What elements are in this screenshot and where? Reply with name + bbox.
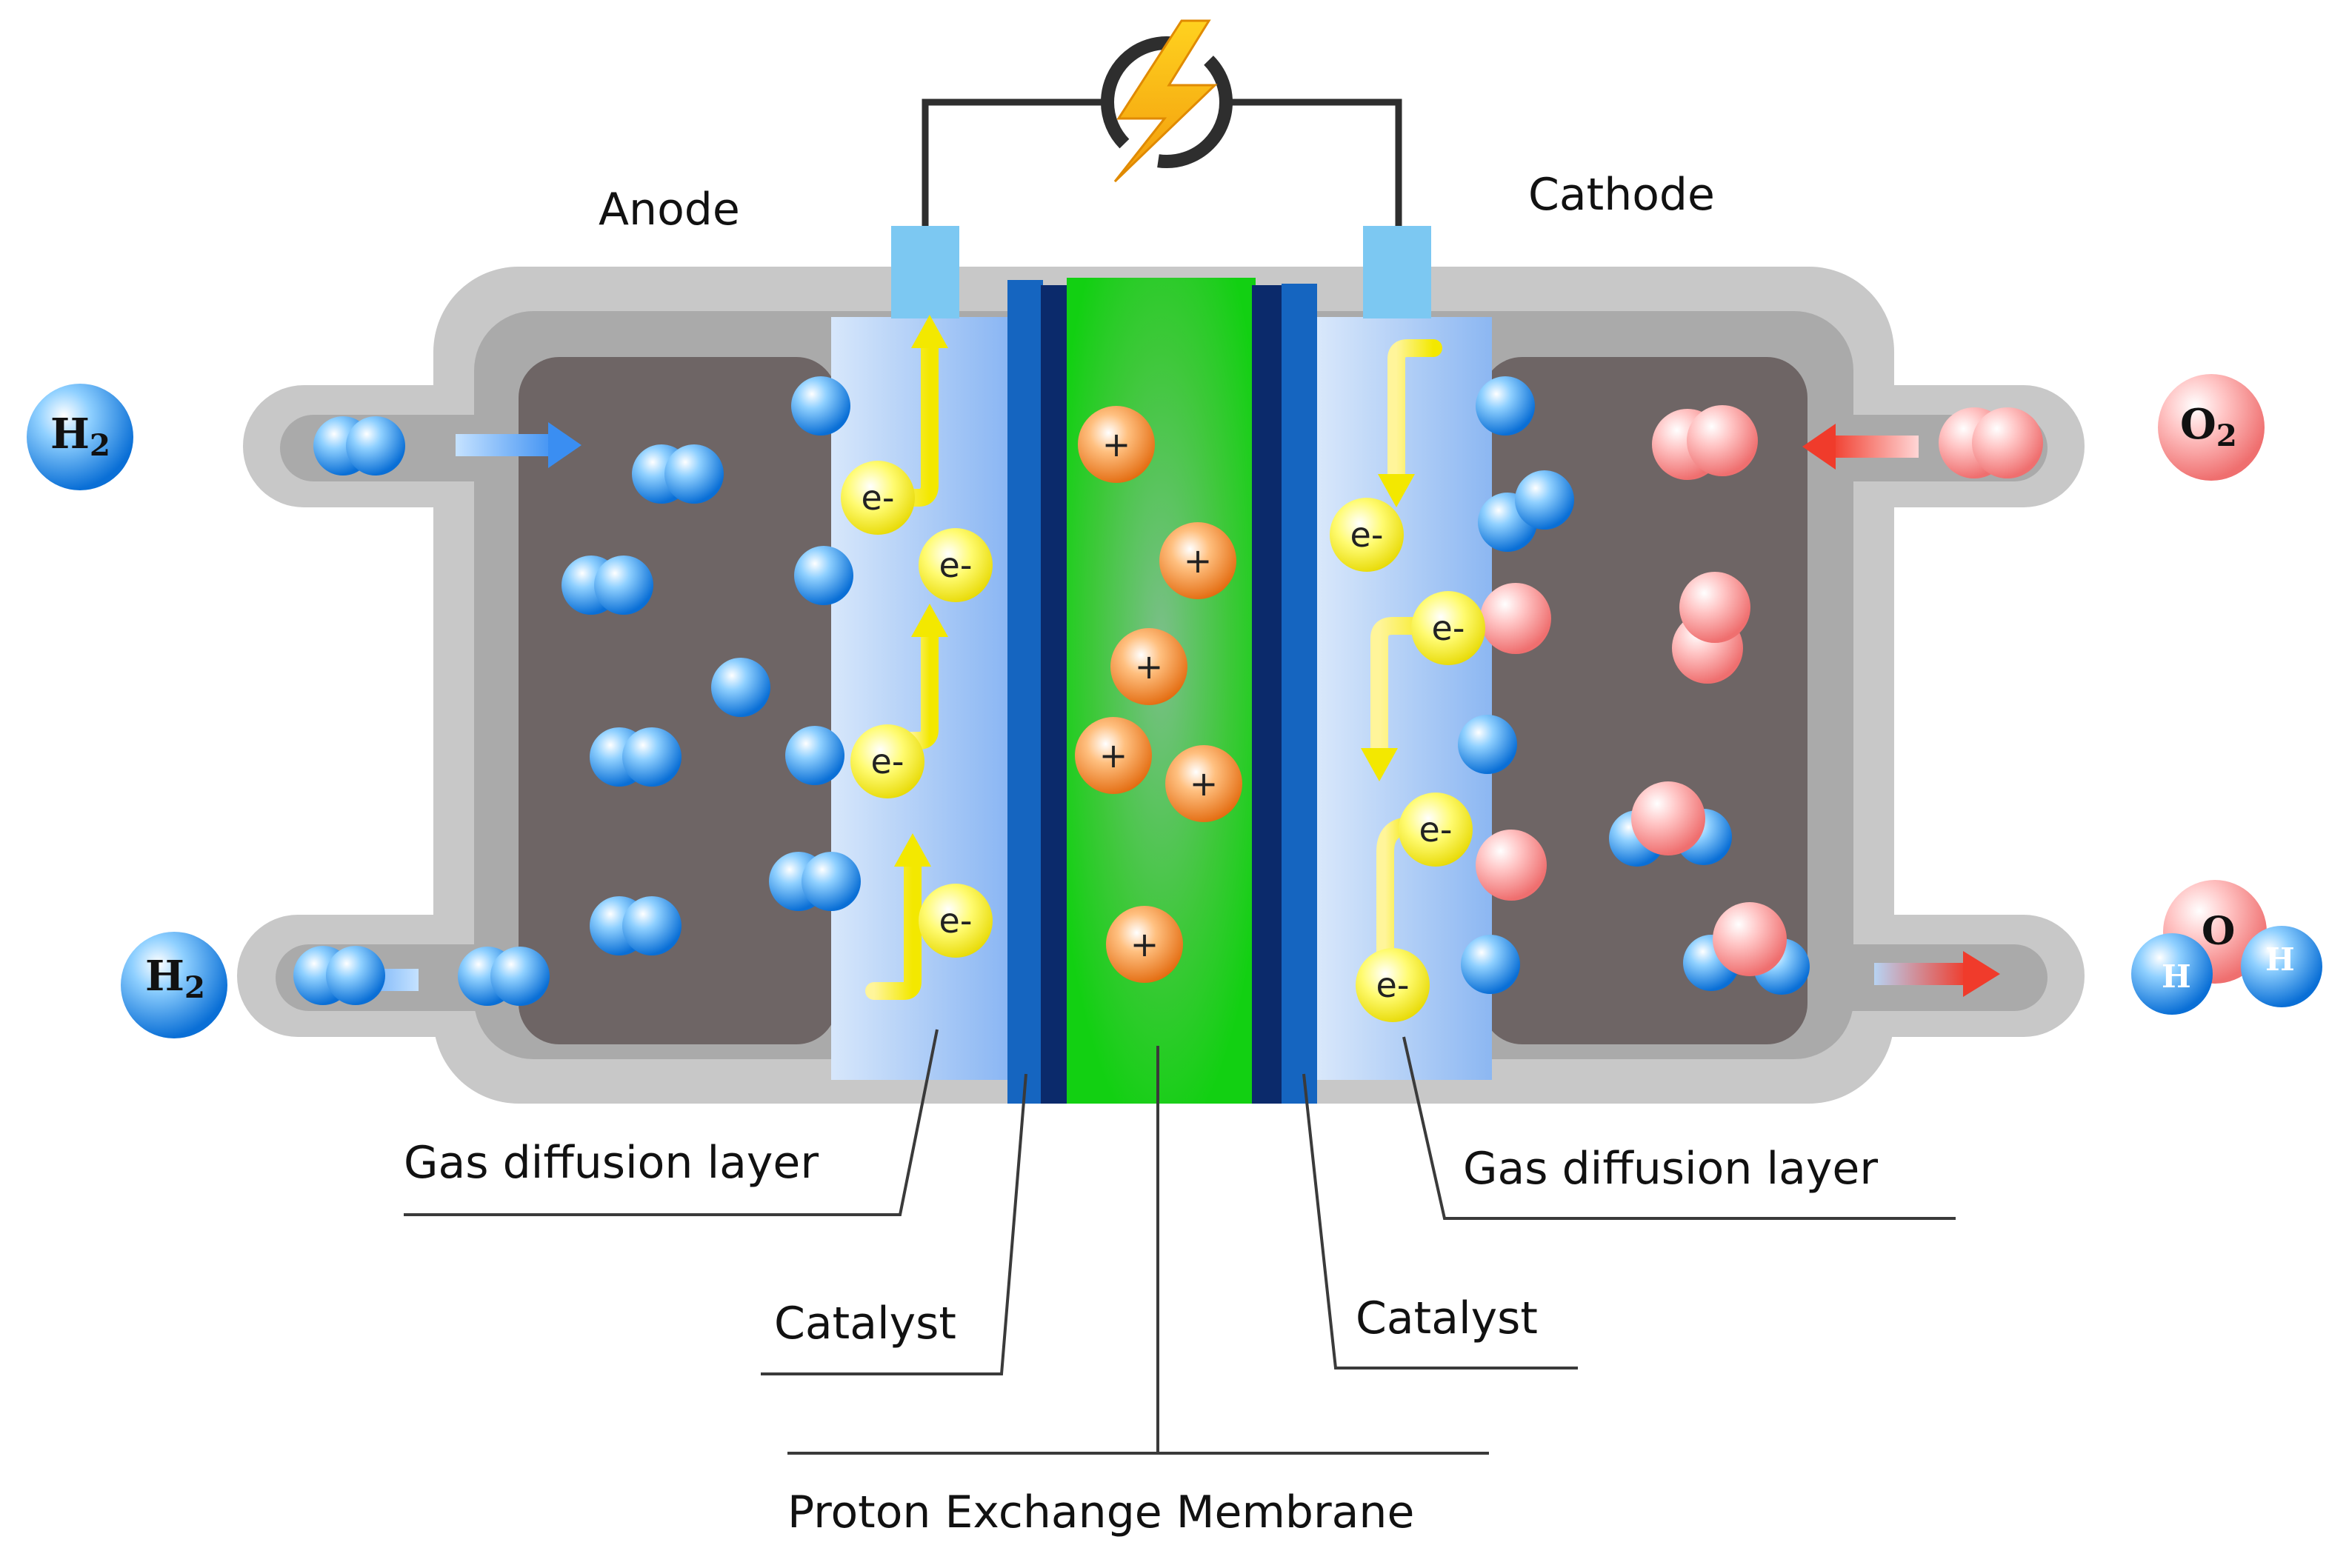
hydrogen-atom — [1461, 935, 1520, 994]
gas-diffusion-layer-leader-right — [1402, 1036, 1956, 1220]
arrow-right-icon — [456, 422, 582, 468]
arrow-right-icon — [1874, 951, 2000, 997]
anode-terminal — [891, 226, 959, 318]
h2-outlet-label: H2 — [145, 952, 205, 1006]
cathode-chamber — [1482, 357, 1807, 1044]
svg-text:+: + — [1184, 541, 1213, 581]
electron: e- — [919, 884, 993, 958]
svg-text:+: + — [1099, 735, 1128, 775]
proton: + — [1078, 406, 1155, 483]
anode-catalyst-layer — [1007, 280, 1043, 1104]
oxygen-atom — [1713, 902, 1787, 976]
proton: + — [1165, 745, 1242, 822]
hydrogen-atom — [326, 946, 385, 1005]
proton: + — [1159, 522, 1236, 599]
arrow-left-icon — [1802, 424, 1919, 470]
oxygen-atom — [1687, 405, 1758, 476]
catalyst-label-left: Catalyst — [774, 1298, 956, 1350]
oxygen-atom — [1631, 781, 1705, 855]
h2-inlet-label: H2 — [50, 410, 110, 464]
hydrogen-atom — [622, 896, 682, 955]
water-o-label: O — [2202, 909, 2236, 954]
hydrogen-atom — [785, 726, 844, 785]
proton-exchange-membrane-label: Proton Exchange Membrane — [787, 1487, 1415, 1538]
electron: e- — [1411, 591, 1485, 665]
gas-diffusion-layer-label-left: Gas diffusion layer — [404, 1137, 819, 1189]
svg-text:e-: e- — [1432, 608, 1465, 648]
electron: e- — [1330, 498, 1404, 572]
svg-text:e-: e- — [1376, 965, 1410, 1005]
hydrogen-atom — [802, 852, 861, 911]
lightning-bolt-icon — [1113, 19, 1218, 183]
cathode-label: Cathode — [1528, 169, 1715, 221]
proton: + — [1110, 628, 1187, 705]
oxygen-atom — [1480, 583, 1551, 654]
hydrogen-molecule-icon — [27, 384, 133, 490]
svg-text:e-: e- — [871, 741, 904, 781]
water-hydrogen-icon — [2131, 933, 2213, 1015]
hydrogen-atom — [791, 376, 850, 436]
catalyst-label-right: Catalyst — [1356, 1292, 1538, 1344]
svg-text:e-: e- — [1419, 810, 1453, 850]
svg-text:e-: e- — [939, 901, 973, 941]
svg-text:+: + — [1130, 924, 1159, 964]
water-hydrogen-icon — [2241, 926, 2322, 1007]
water-h-label-left: H — [2162, 958, 2191, 995]
electron: e- — [850, 724, 924, 798]
electron: e- — [1399, 793, 1473, 867]
cathode-catalyst-layer — [1282, 284, 1317, 1104]
hydrogen-atom — [1458, 715, 1517, 774]
hydrogen-atom — [664, 444, 724, 504]
anode-label: Anode — [599, 184, 740, 236]
electron: e- — [841, 461, 915, 535]
hydrogen-atom — [794, 546, 853, 605]
hydrogen-atom — [490, 947, 550, 1006]
proton: + — [1075, 717, 1152, 794]
o2-inlet-label: O2 — [2180, 400, 2237, 454]
cathode-terminal — [1363, 226, 1431, 318]
electron-arrowheads — [894, 315, 1415, 867]
oxygen-atom — [1679, 572, 1750, 643]
anode-chamber — [519, 357, 837, 1044]
hydrogen-atom — [711, 658, 770, 717]
water-h-label-right: H — [2265, 941, 2295, 978]
oxygen-molecule-icon — [2158, 374, 2265, 481]
svg-text:+: + — [1102, 424, 1131, 464]
electron: e- — [919, 528, 993, 602]
oxygen-atom — [1476, 830, 1547, 901]
gas-diffusion-layer-label-right: Gas diffusion layer — [1463, 1143, 1878, 1195]
gas-diffusion-layer-leader-left — [404, 1029, 939, 1216]
catalyst-leader-right — [1302, 1073, 1578, 1370]
hydrogen-molecule-icon — [121, 932, 227, 1038]
hydrogen-atom — [622, 727, 682, 787]
cathode-catalyst-dark — [1252, 285, 1283, 1104]
catalyst-leader-left — [761, 1073, 1027, 1375]
svg-text:+: + — [1190, 764, 1219, 804]
hydrogen-atom — [1515, 470, 1574, 530]
hydrogen-atom — [1476, 376, 1535, 436]
svg-text:e-: e- — [939, 545, 973, 585]
electron: e- — [1356, 948, 1430, 1022]
hydrogen-atom — [594, 556, 653, 615]
proton: + — [1106, 906, 1183, 983]
svg-text:e-: e- — [1350, 515, 1384, 555]
hydrogen-atom — [346, 416, 405, 476]
oxygen-atom — [1972, 407, 2043, 478]
electron-flow-arrows — [865, 339, 1450, 1000]
svg-text:+: + — [1135, 647, 1164, 687]
svg-text:e-: e- — [862, 478, 895, 518]
